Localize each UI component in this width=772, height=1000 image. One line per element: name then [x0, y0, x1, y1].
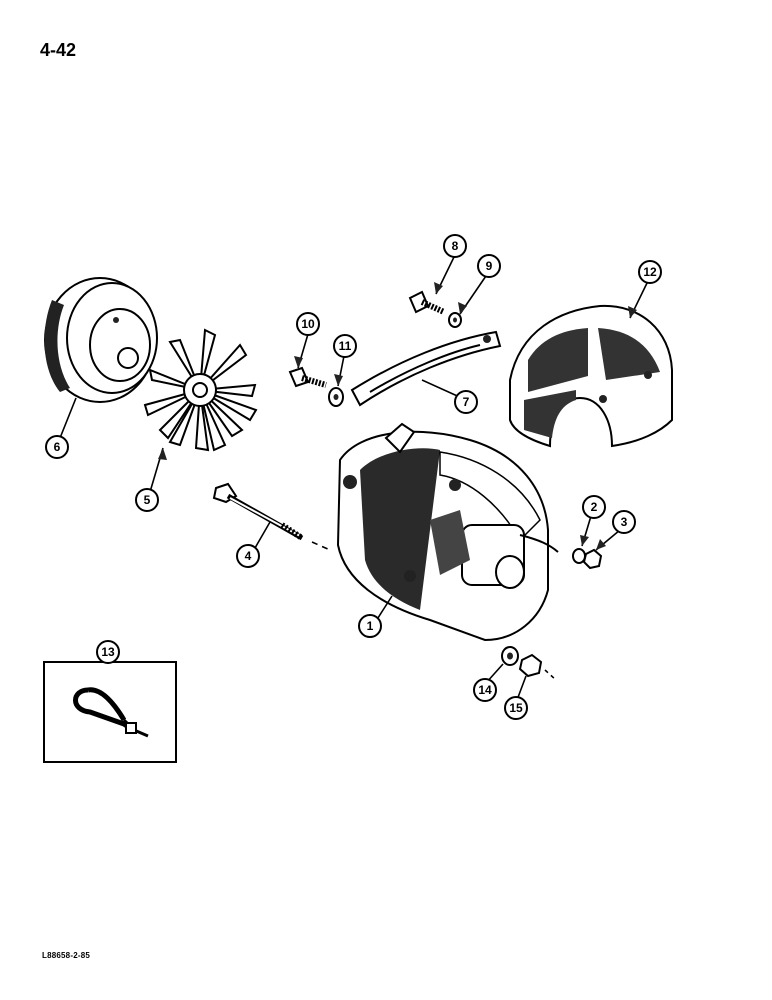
callout-9: 9: [477, 254, 501, 278]
small-washer-part: [448, 312, 462, 328]
leader-lines: [59, 254, 649, 701]
figure-code: L88658-2-85: [42, 951, 91, 960]
svg-text:3: 3: [621, 515, 628, 529]
callout-14: 14: [473, 678, 497, 702]
callout-1: 1: [358, 614, 382, 638]
svg-text:5: 5: [144, 493, 151, 507]
svg-text:1: 1: [367, 619, 374, 633]
svg-text:11: 11: [339, 339, 352, 353]
alternator-part: [336, 422, 559, 642]
long-bolt-part: [212, 482, 331, 551]
pulley-part: [44, 277, 158, 403]
callout-12: 12: [638, 260, 662, 284]
callout-6: 6: [45, 435, 69, 459]
svg-text:7: 7: [463, 395, 470, 409]
svg-text:13: 13: [101, 645, 115, 659]
svg-text:2: 2: [591, 500, 598, 514]
svg-text:10: 10: [301, 317, 315, 331]
small-bolt-part: [408, 290, 446, 315]
nut-part-15: [518, 653, 543, 678]
callout-11: 11: [333, 334, 357, 358]
strap-part: [350, 330, 502, 407]
washer-part-14: [501, 646, 519, 666]
callout-7: 7: [454, 390, 478, 414]
svg-text:6: 6: [54, 440, 61, 454]
callout-4: 4: [236, 544, 260, 568]
svg-text:4: 4: [245, 549, 252, 563]
callout-8: 8: [443, 234, 467, 258]
washer-part-2: [572, 548, 586, 564]
callout-15: 15: [504, 696, 528, 720]
callout-13: 13: [96, 640, 120, 664]
fan-part: [143, 328, 258, 452]
svg-text:8: 8: [452, 239, 459, 253]
svg-text:12: 12: [643, 265, 657, 279]
svg-text:9: 9: [486, 259, 493, 273]
callout-2: 2: [582, 495, 606, 519]
shield-part: [509, 304, 673, 448]
svg-text:14: 14: [478, 683, 492, 697]
nut-part-3: [582, 548, 603, 570]
cable-tie-inset: [43, 661, 177, 763]
callout-3: 3: [612, 510, 636, 534]
washer-part: [328, 387, 344, 407]
callout-5: 5: [135, 488, 159, 512]
page-number: 4-42: [40, 40, 77, 60]
callout-10: 10: [296, 312, 320, 336]
bolt-part: [288, 366, 327, 388]
svg-text:15: 15: [509, 701, 523, 715]
